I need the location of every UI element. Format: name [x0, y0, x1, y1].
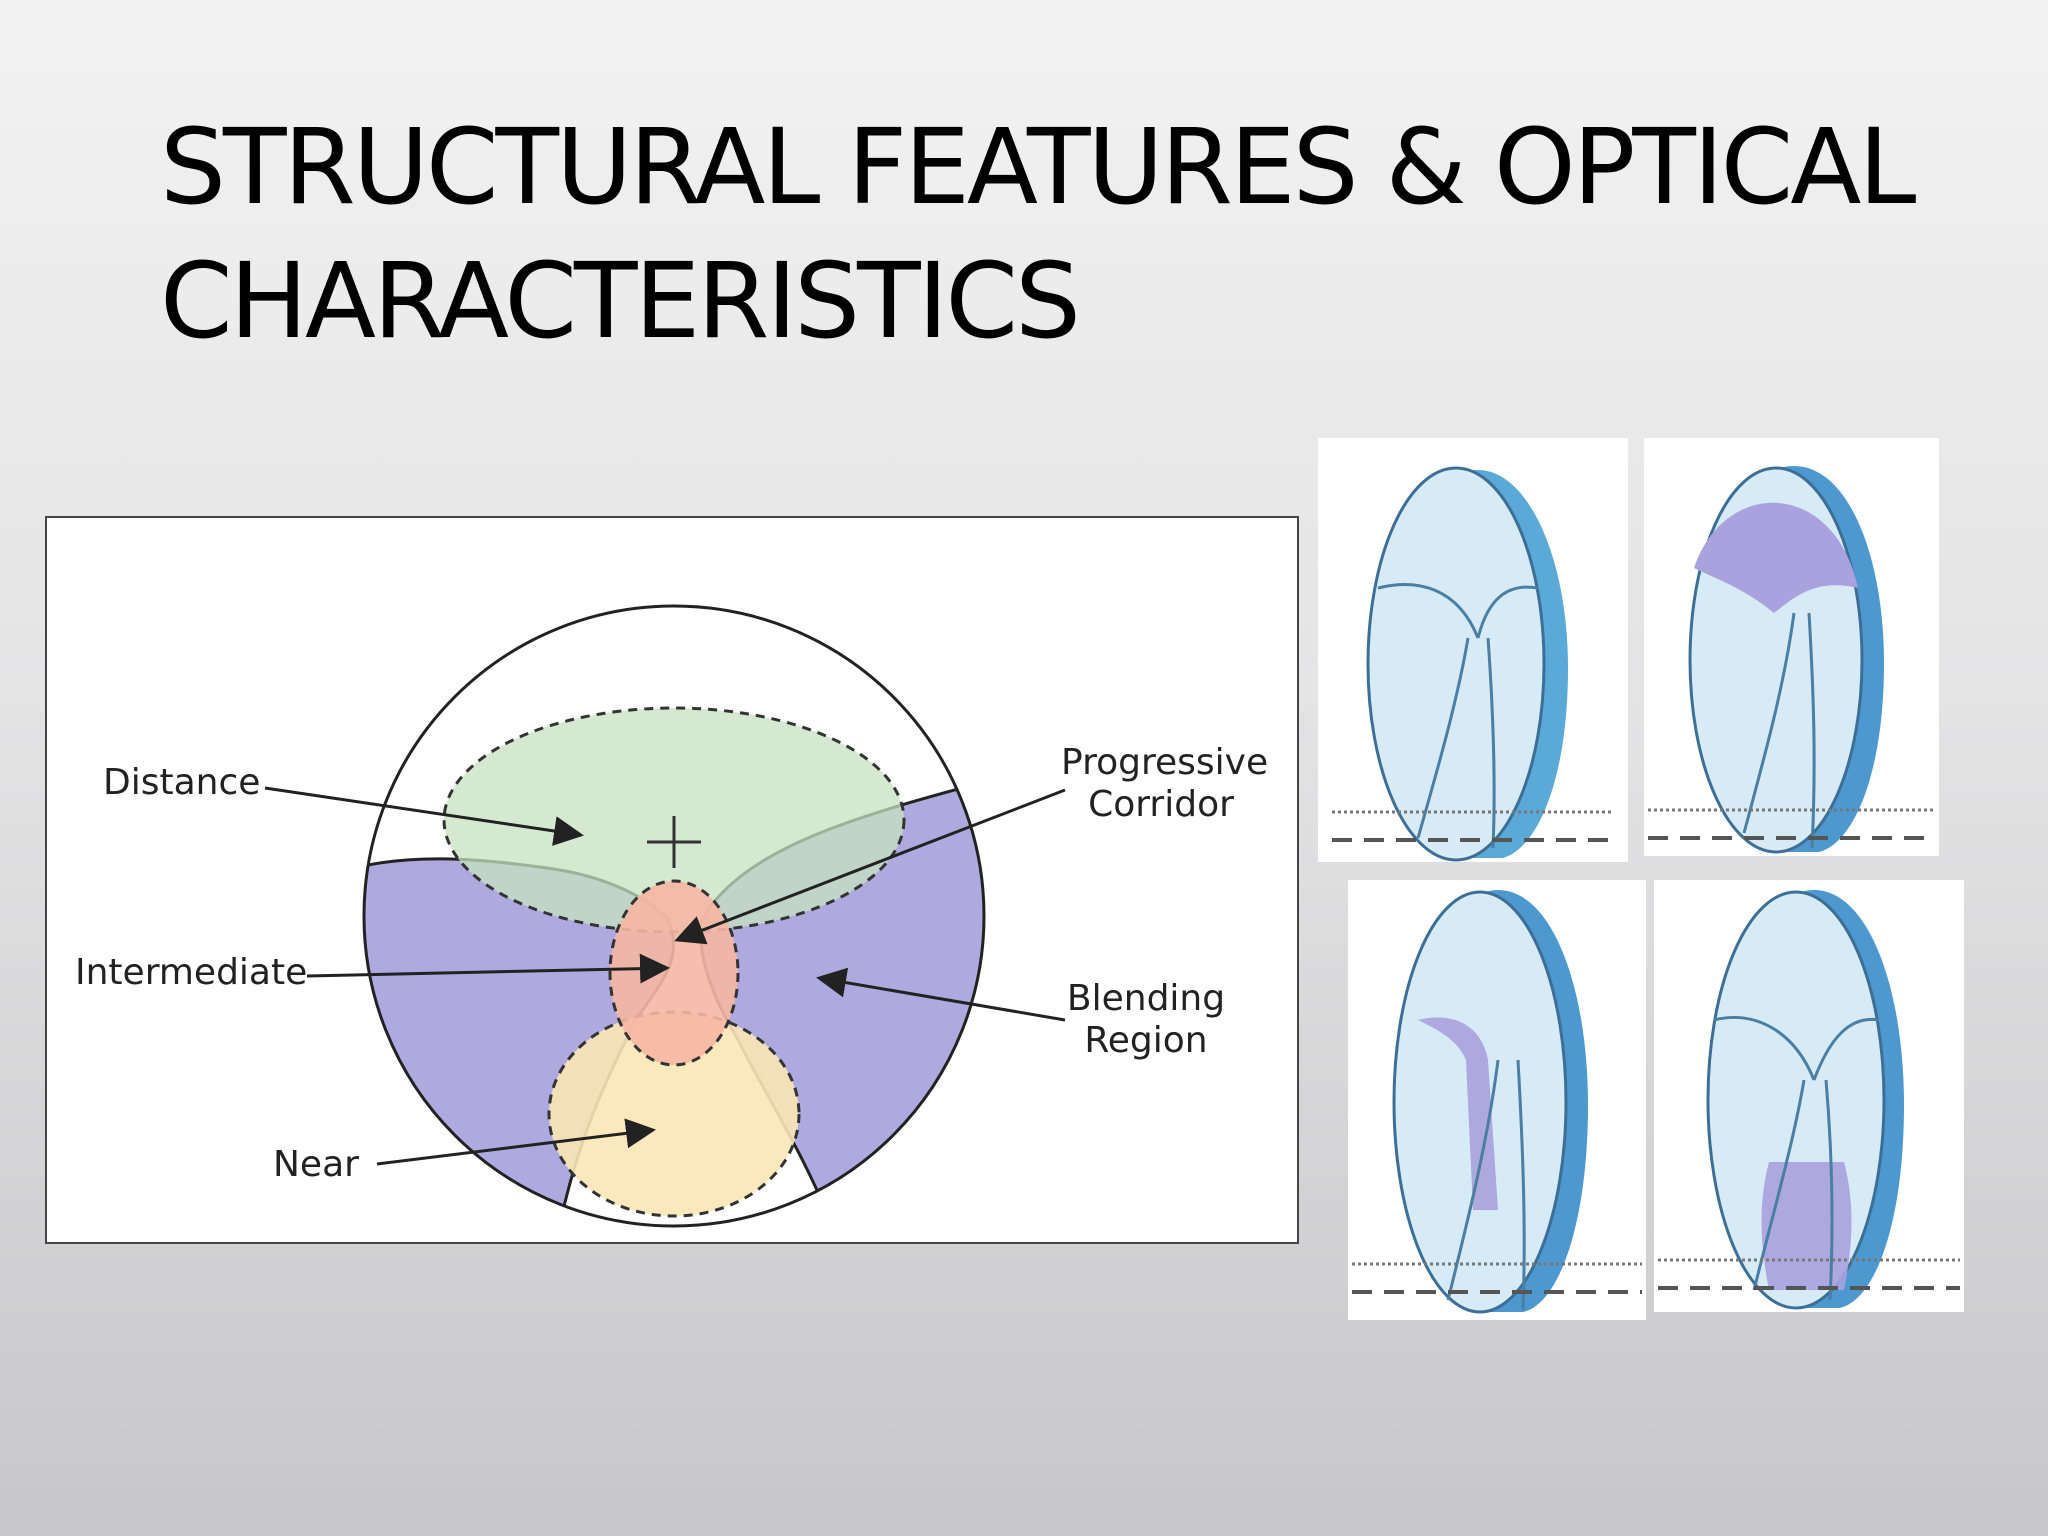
- fitting-cross-icon: [647, 816, 701, 868]
- lens-corridor-svg: [1352, 890, 1642, 1314]
- slide-title: STRUCTURAL FEATURES & OPTICAL CHARACTERI…: [160, 100, 1960, 368]
- label-blending-line-2: Region: [1084, 1020, 1208, 1061]
- label-intermediate: Intermediate: [75, 952, 308, 993]
- intermediate-arrow: [306, 953, 670, 984]
- lens-near-svg: [1658, 890, 1960, 1310]
- progressive-corridor-arrow: [674, 788, 1066, 945]
- slide-title-line-1: STRUCTURAL FEATURES & OPTICAL: [160, 106, 1916, 228]
- intermediate-zone: [608, 879, 740, 1067]
- lens-image-corridor: [1348, 880, 1646, 1320]
- lens-image-near: [1654, 880, 1964, 1312]
- progressive-lens-zone-diagram: Distance Intermediate Near Progressive C…: [45, 516, 1299, 1244]
- zone-diagram-svg: [264, 604, 1066, 1228]
- lens-image-distance: [1644, 438, 1939, 856]
- label-blending-line-1: Blending: [1066, 978, 1226, 1019]
- label-progressive-corridor: Progressive Corridor: [1061, 742, 1269, 826]
- lens-distance-svg: [1648, 466, 1934, 854]
- lens-plain-svg: [1332, 466, 1614, 862]
- label-progressive-line-1: Progressive: [1061, 742, 1269, 783]
- lens-image-plain: [1318, 438, 1628, 862]
- label-near: Near: [273, 1144, 359, 1185]
- lens-outline: [362, 604, 986, 1228]
- label-distance: Distance: [103, 762, 261, 803]
- label-blending-region: Blending Region: [1061, 978, 1231, 1062]
- slide-title-line-2: CHARACTERISTICS: [160, 240, 1081, 362]
- near-arrow: [376, 1118, 656, 1166]
- blending-region-arrow: [816, 967, 1066, 1022]
- label-progressive-line-2: Corridor: [1088, 784, 1234, 825]
- distance-arrow: [264, 786, 584, 846]
